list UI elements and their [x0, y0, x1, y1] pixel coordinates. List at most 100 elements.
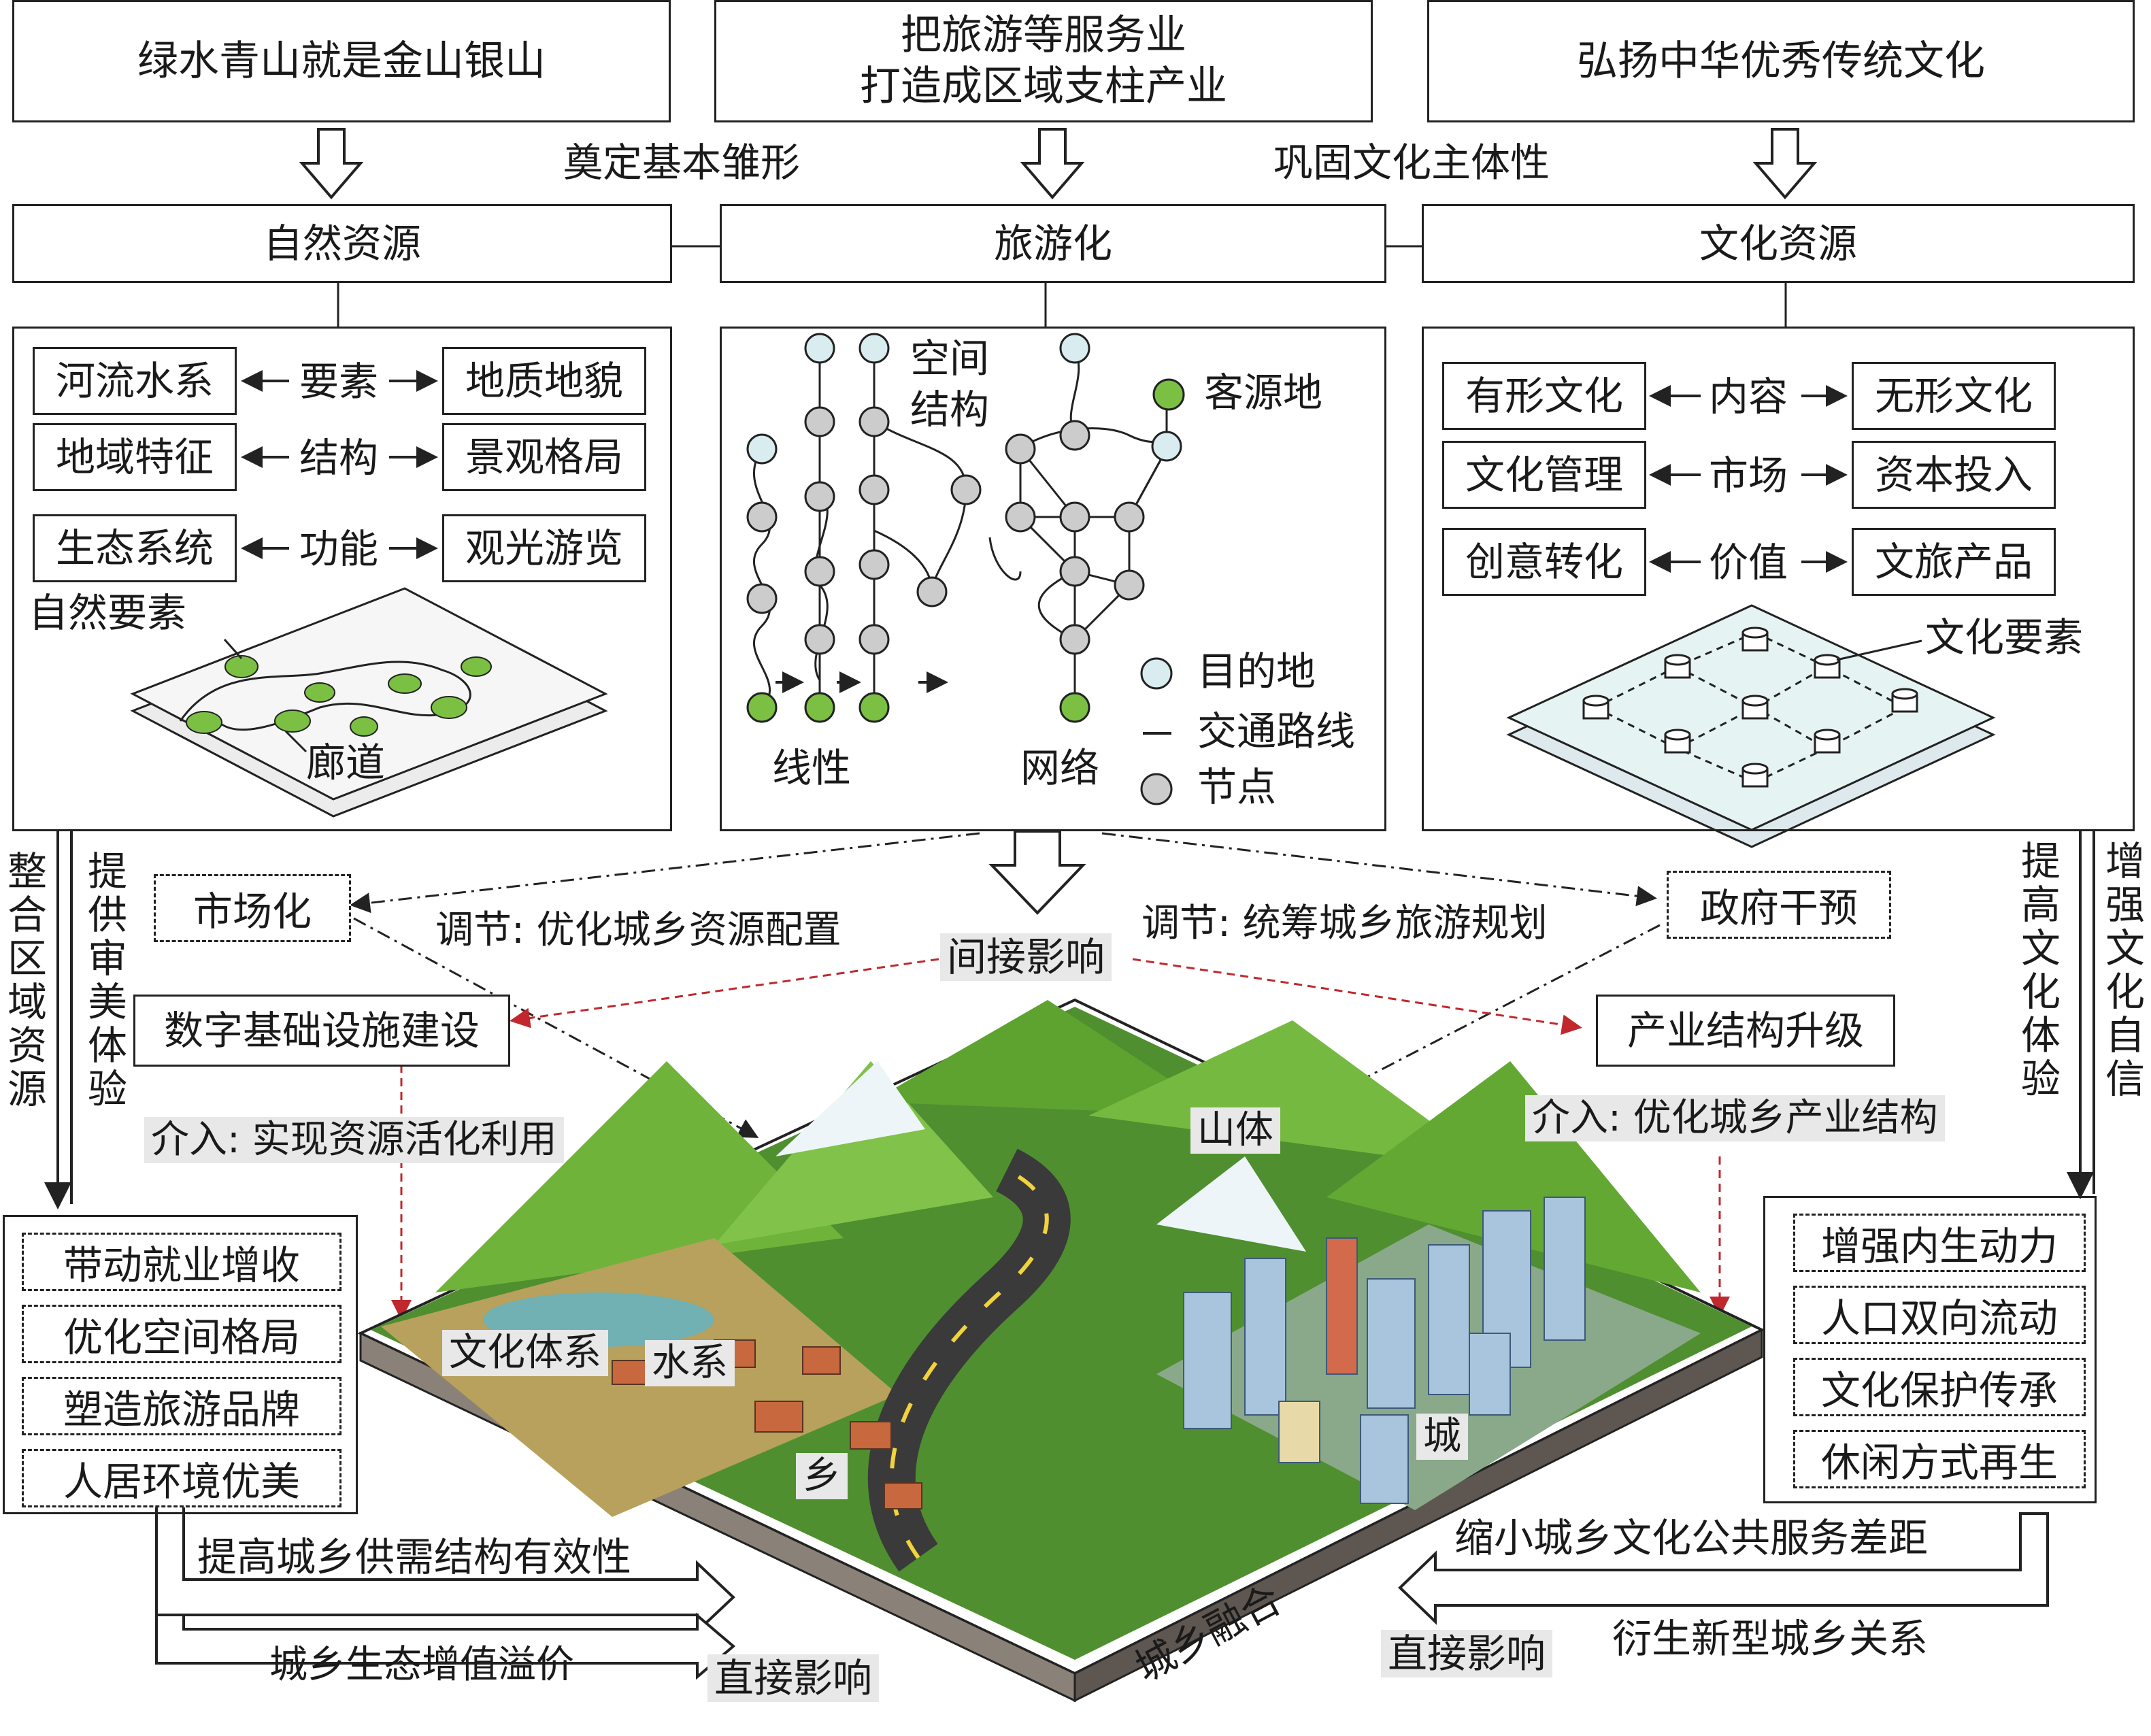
origin-node	[1059, 692, 1090, 723]
eco-value-label: 城乡生态增值溢价	[269, 1643, 574, 1687]
side-vertical-arrows	[44, 831, 2095, 1209]
indirect-effect-arrows	[391, 958, 1730, 1320]
top-box-green-mountains: 绿水青山就是金山银山	[12, 0, 671, 122]
intermediate-node	[1005, 433, 1036, 465]
supply-demand-label: 提高城乡供需结构有效性	[197, 1534, 632, 1580]
legend-destination-label: 目的地	[1197, 648, 1316, 695]
top-box-tourism-industry: 把旅游等服务业 打造成区域支柱产业	[714, 0, 1373, 122]
culture-cylinder-icon	[1664, 729, 1691, 754]
left-outcome-1: 带动就业增收	[22, 1233, 341, 1291]
hollow-down-arrows	[299, 128, 1818, 915]
ground-side-right	[1073, 1328, 1763, 1703]
intermediate-node	[1059, 624, 1090, 655]
mountain-back-2	[714, 1061, 993, 1245]
village-houses	[612, 1339, 922, 1509]
header-tourism: 旅游化	[720, 204, 1386, 283]
left-outcome-4: 人居环境优美	[22, 1449, 341, 1507]
destination-node	[804, 333, 835, 364]
origin-node	[746, 692, 778, 723]
destination-node	[1151, 431, 1182, 462]
water-system-label: 水系	[645, 1340, 735, 1386]
panel-tourism	[720, 327, 1386, 831]
right-outcome-2: 人口双向流动	[1793, 1286, 2086, 1344]
culture-cylinder-icon	[1664, 654, 1691, 679]
natural-row-3-left: 生态系统	[33, 514, 237, 582]
government-box: 政府干预	[1667, 871, 1891, 939]
market-box: 市场化	[154, 874, 351, 942]
natural-row-3-mid: 功能	[299, 526, 379, 572]
snow-peak	[776, 1061, 925, 1156]
mountain-back-4	[1088, 1020, 1497, 1170]
natural-row-1-right: 地质地貌	[442, 347, 646, 415]
intermediate-node	[1059, 420, 1090, 451]
intermediate-node	[804, 624, 835, 655]
intermediate-node	[1005, 501, 1036, 533]
intermediate-node	[804, 481, 835, 512]
culture-row-2-right: 资本投入	[1852, 441, 2056, 509]
culture-row-1-right: 无形文化	[1852, 362, 2056, 430]
destination-node	[1059, 333, 1090, 364]
direct-effect-right-label: 直接影响	[1381, 1630, 1553, 1677]
natural-row-2-left: 地域特征	[33, 423, 237, 491]
intermediate-node	[1059, 501, 1090, 533]
city-label: 城	[1416, 1414, 1468, 1460]
hollow-arrow-bottom-right	[1398, 1512, 2049, 1625]
linear-label: 线性	[772, 745, 852, 791]
panel-culture	[1422, 327, 2135, 831]
intervene-right-label: 介入: 优化城乡产业结构	[1525, 1095, 1945, 1141]
narrow-gap-label: 缩小城乡文化公共服务差距	[1454, 1515, 1929, 1561]
hollow-arrow-right	[1752, 128, 1818, 200]
culture-row-3-left: 创意转化	[1442, 528, 1646, 596]
side-label-integrate-resources: 整合区域资源	[1, 850, 47, 1112]
intermediate-node	[858, 624, 890, 655]
intermediate-node	[916, 576, 948, 607]
intermediate-node	[746, 501, 778, 533]
destination-node	[858, 333, 890, 364]
tourism-nodes	[746, 333, 1185, 805]
intermediate-node	[746, 583, 778, 614]
hollow-arrow-left	[299, 128, 364, 200]
natural-row-2-mid: 结构	[299, 435, 379, 481]
right-outcome-1: 增强内生动力	[1793, 1214, 2086, 1272]
right-outcome-3: 文化保护传承	[1793, 1358, 2086, 1416]
hollow-arrow-bottom-left-upper	[155, 1503, 735, 1635]
panel-natural	[12, 327, 672, 831]
bottom-hollow-arrows	[155, 1503, 2049, 1680]
landscape-illustration	[357, 998, 1765, 1703]
intermediate-node	[1059, 556, 1090, 587]
natural-row-arrows	[241, 370, 438, 559]
intermediate-node	[950, 474, 982, 505]
culture-row-3-right: 文旅产品	[1852, 528, 2056, 596]
legend-node-icon	[1140, 773, 1173, 805]
natural-row-2-right: 景观格局	[442, 423, 646, 491]
right-outcome-4: 休闲方式再生	[1793, 1430, 2086, 1488]
intermediate-node	[804, 556, 835, 587]
legend-origin-icon	[1152, 378, 1185, 411]
culture-cylinder-icon	[1741, 627, 1769, 652]
intervene-left-label: 介入: 实现资源活化利用	[144, 1117, 564, 1163]
header-natural-resources: 自然资源	[12, 204, 672, 283]
culture-cylinder-icon	[1582, 695, 1610, 720]
legend-node-label: 节点	[1197, 764, 1277, 810]
regulate-left-label: 调节: 优化城乡资源配置	[435, 908, 841, 952]
culture-cylinder-icon	[1741, 763, 1769, 788]
spatial-structure-label: 空间 结构	[910, 335, 990, 433]
culture-row-1-mid: 内容	[1709, 373, 1788, 420]
city-buildings	[1183, 1197, 1586, 1504]
direct-effect-left-label: 直接影响	[707, 1654, 880, 1702]
origin-node	[804, 692, 835, 723]
natural-row-3-right: 观光游览	[442, 514, 646, 582]
culture-cylinder-icon	[1814, 729, 1841, 754]
culture-system-label: 文化体系	[442, 1330, 608, 1376]
natural-row-1-left: 河流水系	[33, 347, 237, 415]
culture-cylinder-icon	[1891, 688, 1918, 713]
label-consolidate-culture: 巩固文化主体性	[1273, 139, 1550, 186]
network-label: 网络	[1020, 745, 1100, 791]
side-label-aesthetic-experience: 提供审美体验	[81, 850, 127, 1112]
label-lay-foundation: 奠定基本雏形	[563, 139, 801, 186]
culture-planes	[1506, 604, 1996, 848]
regulate-right-label: 调节: 统筹城乡旅游规划	[1141, 901, 1548, 946]
intermediate-node	[858, 406, 890, 437]
hollow-arrow-middle	[1020, 128, 1085, 200]
